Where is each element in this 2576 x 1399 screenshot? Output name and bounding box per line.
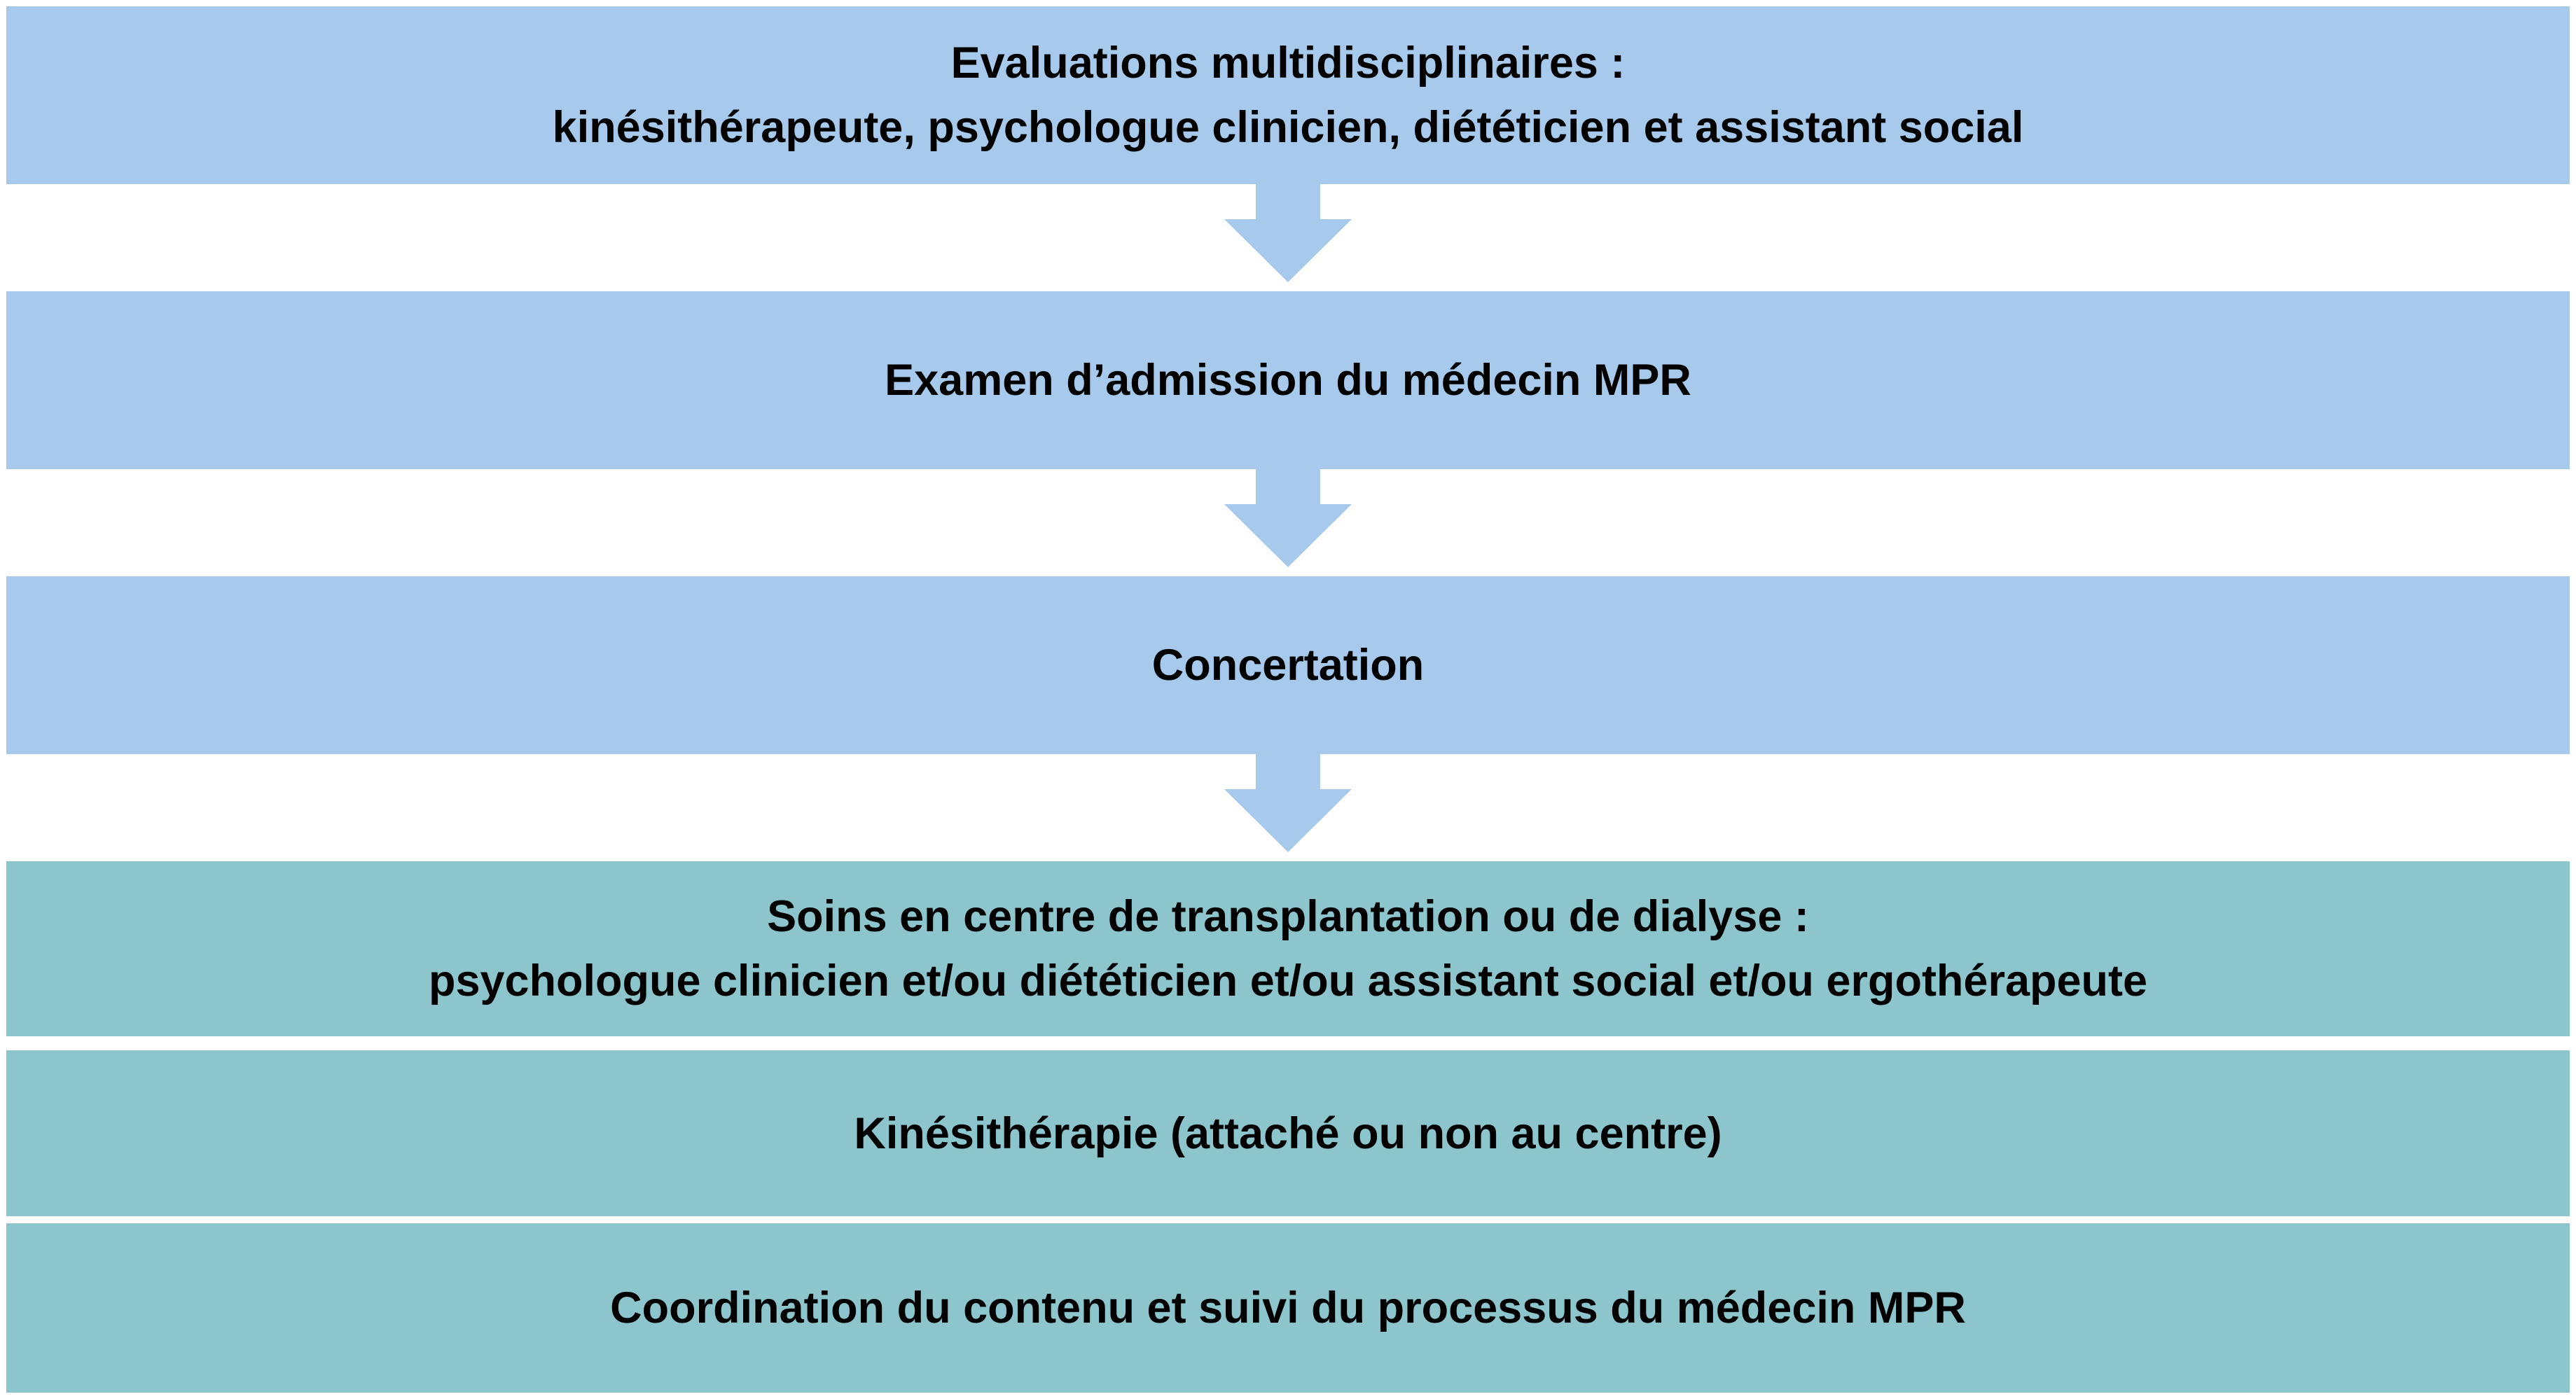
- down-arrow-icon: [1224, 469, 1352, 576]
- step-detail-evaluations: kinésithérapeute, psychologue clinicien,…: [552, 103, 2024, 152]
- down-arrow-shape: [1224, 469, 1352, 567]
- down-arrow-shape: [1224, 754, 1352, 852]
- down-arrow-shape: [1224, 184, 1352, 282]
- down-arrow-icon: [1224, 754, 1352, 861]
- step-title-admission: Examen d’admission du médecin MPR: [885, 356, 1691, 405]
- step-box-concertation: Concertation: [6, 576, 2570, 754]
- care-box-coordination: Coordination du contenu et suivi du proc…: [6, 1223, 2570, 1393]
- down-arrow-icon: [1224, 184, 1352, 291]
- care-box-kinesitherapie: Kinésithérapie (attaché ou non au centre…: [6, 1050, 2570, 1216]
- care-title-kinesitherapie: Kinésithérapie (attaché ou non au centre…: [854, 1108, 1722, 1158]
- care-title-coordination: Coordination du contenu et suivi du proc…: [610, 1283, 1966, 1332]
- care-detail-centre: psychologue clinicien et/ou diététicien …: [428, 956, 2148, 1005]
- care-box-centre: Soins en centre de transplantation ou de…: [6, 861, 2570, 1036]
- care-title-centre: Soins en centre de transplantation ou de…: [767, 892, 1809, 941]
- step-box-admission: Examen d’admission du médecin MPR: [6, 291, 2570, 469]
- step-box-evaluations: Evaluations multidisciplinaires : kinési…: [6, 6, 2570, 184]
- step-title-evaluations: Evaluations multidisciplinaires :: [950, 39, 1626, 88]
- step-title-concertation: Concertation: [1151, 641, 1425, 690]
